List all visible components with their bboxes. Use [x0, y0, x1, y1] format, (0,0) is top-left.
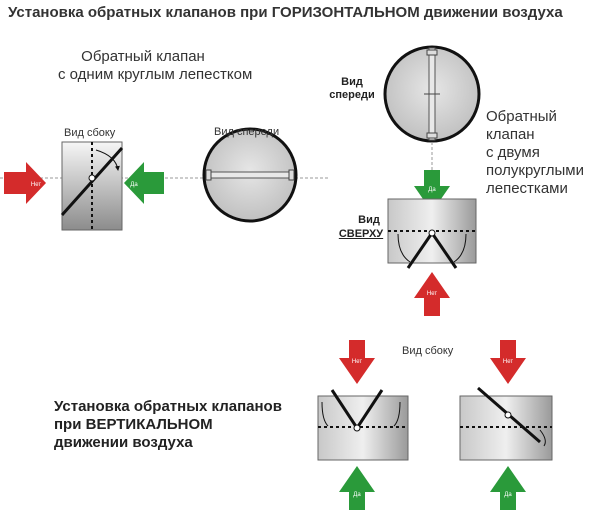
label-side-view-vertical: Вид сбоку	[402, 345, 454, 357]
label-top-view-word: Вид	[358, 214, 380, 226]
label-front-view: Вид спереди	[214, 126, 280, 138]
vertical-section-title: Установка обратных клапанов при ВЕРТИКАЛ…	[54, 398, 282, 451]
swing-arc	[95, 149, 120, 171]
label-forbidden-top-view: Нет	[427, 291, 437, 297]
caption-double-blade: Обратный клапан с двумя полукруглыми леп…	[486, 108, 584, 197]
caption-single-blade: Обратный клапан с одним круглым лепестко…	[58, 48, 253, 83]
label-side-view: Вид сбоку	[64, 127, 116, 139]
label-allowed-vertical-2: Да	[504, 492, 512, 498]
label-forbidden-left: Нет	[31, 182, 41, 188]
arrow-allowed-vertical-2	[490, 466, 526, 510]
label-forbidden-vertical-1: Нет	[352, 359, 362, 365]
vertical-box-single	[459, 395, 553, 461]
arrow-allowed-top-view	[414, 170, 450, 212]
front-view-axis-bar	[205, 171, 295, 179]
arrow-allowed-left	[124, 162, 164, 204]
arrow-allowed-vertical-1	[339, 466, 375, 510]
page-title: Установка обратных клапанов при ГОРИЗОНТ…	[8, 4, 563, 21]
label-forbidden-vertical-2: Нет	[503, 359, 513, 365]
label-front-view-right: Вид спереди	[329, 76, 375, 102]
label-allowed-left: Да	[130, 182, 138, 188]
arrow-forbidden-vertical-1	[339, 340, 375, 384]
label-allowed-top-view: Да	[428, 187, 436, 193]
arrow-forbidden-top-view	[414, 272, 450, 316]
arrow-forbidden-left	[4, 162, 46, 204]
label-top-view-upper: СВЕРХУ	[338, 228, 384, 240]
label-allowed-vertical-1: Да	[353, 492, 361, 498]
arrow-forbidden-vertical-2	[490, 340, 526, 384]
pivot	[88, 174, 96, 182]
